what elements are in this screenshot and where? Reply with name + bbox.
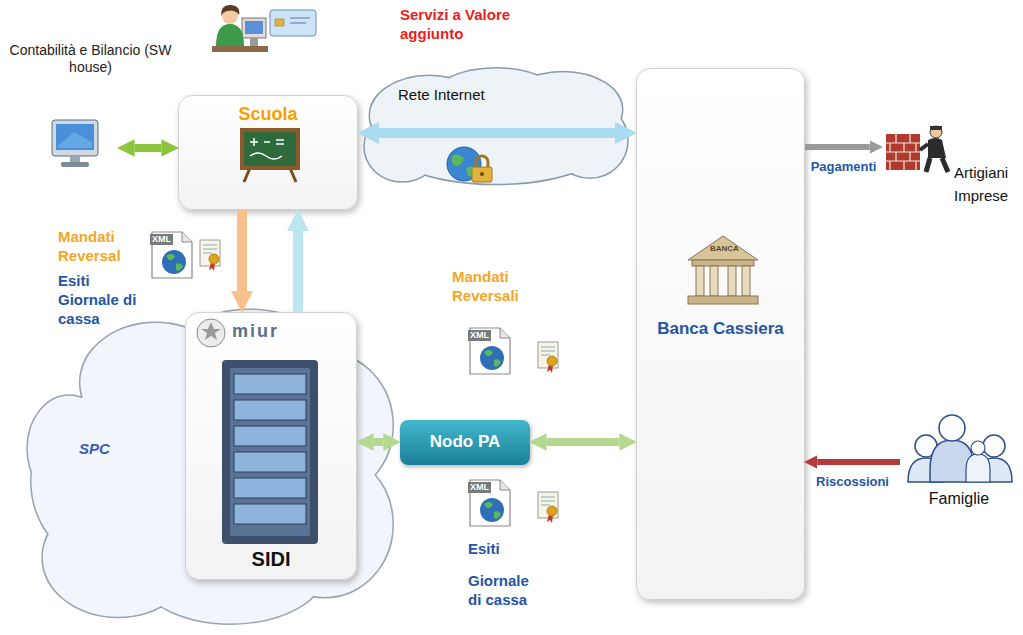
flow-label: Mandati Reversal	[58, 228, 146, 266]
flow-label: Esiti	[468, 540, 500, 559]
bank-box: Banca Cassiera	[636, 68, 805, 600]
xml-tag: XML	[468, 330, 491, 341]
node-label: Scuola	[238, 104, 297, 126]
payment-arrow	[805, 144, 870, 150]
cloud-outline	[362, 66, 630, 190]
xml-tag: XML	[150, 234, 173, 245]
collection-arrow	[817, 459, 900, 465]
node-label: Famiglie	[929, 489, 989, 508]
bank-sign: BANCA	[710, 245, 739, 253]
node-label: SPC	[79, 440, 110, 458]
service-note: Servizi a Valore aggiunto	[400, 6, 530, 44]
spc-cloud: SPC SIDI	[24, 300, 400, 630]
node-label: Rete Internet	[398, 86, 485, 104]
internet-cloud: Rete Internet	[362, 66, 630, 190]
bank-link-arrow	[547, 438, 620, 446]
flow-label: Mandati Reversali	[452, 268, 544, 306]
family-icon	[908, 415, 1012, 482]
bank-icon	[688, 236, 758, 304]
operator-icon	[212, 5, 268, 52]
internet-arrow	[379, 128, 615, 138]
sidi-box: SIDI	[185, 312, 357, 580]
smart-card-icon	[270, 10, 316, 36]
sync-arrow	[135, 144, 162, 152]
secure-globe-icon	[447, 147, 492, 182]
flow-label: Esiti Giornale di cassa	[58, 272, 138, 328]
emblem-icon	[197, 319, 225, 347]
server-icon	[222, 360, 318, 544]
upload-arrow	[237, 210, 247, 291]
flow-label: Giornale di cassa	[468, 572, 540, 610]
spc-arrow	[374, 438, 384, 446]
supplier-actor: Artigiani Imprese	[882, 120, 1018, 220]
node-label: Banca Cassiera	[657, 319, 784, 339]
ministry-logo: miur	[232, 320, 279, 343]
computer-icon	[52, 120, 98, 167]
blackboard-icon	[240, 128, 300, 182]
node-label: Artigiani Imprese	[954, 162, 1018, 207]
school-box: Scuola	[178, 95, 358, 210]
node-label: SIDI	[252, 547, 291, 571]
node-label: Contabilità e Bilancio (SW house)	[8, 42, 173, 76]
family-actor: Famiglie	[900, 405, 1018, 517]
node-pa-box: Nodo PA	[400, 420, 530, 465]
worker-icon	[886, 126, 948, 172]
xml-tag: XML	[468, 482, 491, 493]
edge-label: Riscossioni	[814, 474, 891, 490]
edge-label: Pagamenti	[809, 159, 879, 175]
download-arrow	[293, 231, 303, 312]
node-label: Nodo PA	[430, 432, 501, 452]
application-label: Contabilità e Bilancio (SW house)	[40, 42, 118, 176]
